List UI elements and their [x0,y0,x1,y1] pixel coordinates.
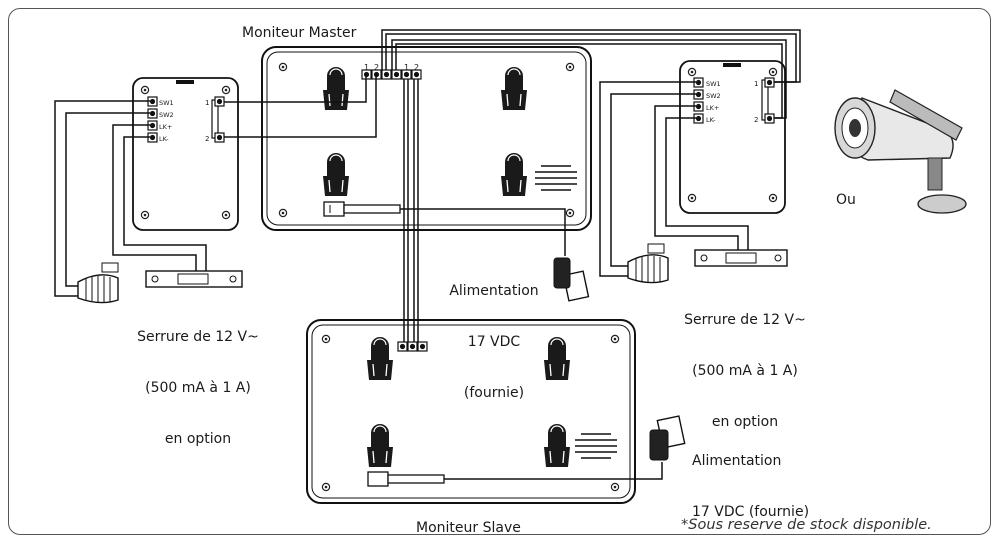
right-door-lock [694,249,788,267]
diagram-frame [8,8,991,535]
pin-lk-minus: LK- [159,135,169,143]
line-1-right: 1 [754,80,759,88]
master-power-label: Alimentation 17 VDC (fournie) [449,283,539,401]
pin-lk-minus-right: LK- [706,116,716,124]
right-lock-label: Serrure de 12 V~ (500 mA à 1 A) en optio… [684,312,806,430]
master-pin-2b: 2 [414,63,420,72]
left-lock-label: Serrure de 12 V~ (500 mA à 1 A) en optio… [137,329,259,447]
slave-power-label: Alimentation 17 VDC (fournie) [692,453,810,520]
master-terminal-block [361,69,422,80]
line-2-right: 2 [754,116,759,124]
master-pin-2a: 2 [374,63,380,72]
master-pin-1b: 1 [404,63,410,72]
master-monitor-label: Moniteur Master [242,25,357,41]
slave-monitor [306,319,636,504]
pin-lk-plus-right: LK+ [706,104,720,112]
pin-lk-plus: LK+ [159,123,173,131]
wires [54,29,801,480]
pin-sw2-right: SW2 [706,92,721,100]
left-door-panel [132,77,239,231]
slave-power-adapter [649,415,686,461]
master-monitor [261,46,592,231]
pin-sw2: SW2 [159,111,174,119]
master-power-plug [323,201,401,217]
left-exit-button [77,262,119,304]
slave-power-plug [367,471,445,487]
right-exit-button [627,243,669,284]
left-door-lock [145,270,243,288]
master-pin-1a: 1 [364,63,370,72]
slave-terminal-block [397,341,428,352]
slave-monitor-label: Moniteur Slave [416,520,521,536]
camera-alternative-label: Ou [836,192,856,208]
pin-sw1-right: SW1 [706,80,721,88]
pin-sw1: SW1 [159,99,174,107]
camera-image [834,89,967,214]
right-door-panel [679,60,786,214]
line-1-left: 1 [205,99,210,107]
line-2-left: 2 [205,135,210,143]
master-power-adapter [553,257,590,302]
footnote: *Sous reserve de stock disponible. [681,517,932,533]
